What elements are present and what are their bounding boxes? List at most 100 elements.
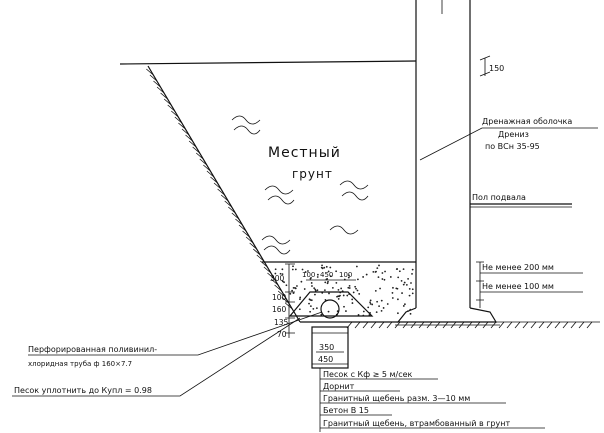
sand-fill — [274, 264, 414, 317]
sand-dot — [407, 310, 409, 313]
sand-dot — [310, 276, 312, 279]
sand-dot — [326, 282, 329, 285]
sand-dot — [315, 307, 318, 310]
hatch-mark — [203, 164, 211, 172]
sand-dot — [395, 287, 398, 290]
hatch-mark — [370, 321, 377, 329]
sand-dot — [320, 266, 323, 269]
sand-dot — [351, 298, 354, 301]
sand-dot — [304, 271, 307, 273]
soil-label-2: грунт — [292, 167, 333, 181]
hatch-mark — [277, 290, 286, 298]
sand-dot — [335, 270, 338, 273]
sand-dot — [365, 273, 368, 276]
hatch-mark — [354, 321, 361, 329]
hatch-mark — [466, 321, 473, 329]
hatch-mark — [506, 321, 513, 329]
sand-dot — [374, 271, 377, 273]
sand-dot — [369, 301, 371, 304]
pipe — [320, 299, 340, 319]
sand-dot — [371, 303, 374, 306]
sand-dot — [357, 313, 360, 316]
sand-dot — [343, 305, 345, 308]
sand-dot — [316, 289, 319, 292]
sand-dot — [404, 303, 406, 306]
hatch-mark — [267, 272, 275, 280]
sand-dot — [310, 299, 313, 302]
dim-100: 100 — [272, 293, 287, 302]
hatch-mark — [153, 80, 161, 88]
foundation-wall — [395, 0, 500, 326]
hatch-mark — [256, 254, 265, 262]
sand-dot — [354, 285, 357, 288]
hatch-mark — [146, 68, 154, 76]
basement-floor-label: Пол подвала — [472, 193, 526, 202]
hatch-mark — [570, 321, 577, 329]
sand-dot — [357, 278, 359, 281]
hatch-mark — [498, 321, 505, 329]
hatch-mark — [586, 321, 593, 329]
sand-dot — [323, 289, 326, 292]
sand-dot — [409, 312, 412, 315]
sand-dot — [396, 268, 399, 270]
sand-dot — [292, 286, 295, 289]
hatch-mark — [181, 128, 190, 136]
sand-dot — [356, 289, 359, 292]
sand-dot — [299, 296, 302, 299]
sand-dot — [380, 309, 383, 312]
sand-dot — [327, 280, 329, 283]
sand-dot — [402, 305, 405, 307]
sand-dot — [362, 276, 365, 278]
sand-dot — [327, 310, 330, 313]
hatch-mark — [514, 321, 521, 329]
sand-dot — [340, 287, 343, 290]
hatch-mark — [192, 146, 200, 154]
hatch-mark — [434, 321, 441, 329]
hatch-mark — [442, 321, 449, 329]
sand-dot — [397, 312, 399, 315]
dim-70: 70 — [277, 330, 287, 339]
sand-dot — [327, 270, 330, 273]
hatch-mark — [474, 321, 481, 329]
layer-list: Песок с Кф ≥ 5 м/сек Дорнит Гранитный ще… — [319, 368, 545, 432]
hatch-mark — [249, 242, 257, 250]
hatch-mark — [482, 321, 489, 329]
sand-dot — [328, 292, 330, 295]
sand-dot — [312, 307, 315, 310]
sand-dot — [342, 294, 345, 297]
hatch-mark — [231, 212, 240, 220]
sand-dot — [369, 302, 372, 305]
hatch-mark — [195, 152, 204, 160]
sand-dot — [321, 264, 323, 267]
hatch-mark — [252, 248, 261, 256]
sand-dot — [392, 286, 394, 289]
hatch-mark — [174, 116, 183, 124]
sand-dot — [384, 270, 386, 273]
sand-dot — [345, 310, 347, 312]
layer-dornit: Дорнит — [323, 382, 355, 391]
sand-dot — [397, 276, 400, 279]
sand-dot — [294, 287, 296, 289]
hatch-mark — [238, 224, 247, 232]
hatch-mark — [210, 176, 218, 184]
min-200-label: Не менее 200 мм — [482, 263, 554, 272]
sand-dot — [308, 298, 311, 301]
hatch-mark — [217, 188, 225, 196]
sand-dot — [281, 268, 284, 271]
layer-gravel: Гранитный щебень разм. 3—10 мм — [323, 394, 470, 403]
hatch-mark — [156, 86, 165, 94]
hatch-mark — [224, 200, 232, 208]
sand-dot — [324, 281, 327, 284]
sand-dot — [314, 290, 317, 292]
sand-dot — [308, 302, 310, 305]
sand-dot — [377, 276, 380, 279]
dim-350: 350 — [319, 343, 334, 352]
sand-dot — [281, 273, 284, 276]
sand-dot — [336, 295, 338, 298]
sand-dot — [296, 285, 298, 287]
hatch-mark — [149, 74, 158, 82]
sand-dot — [279, 272, 282, 275]
sand-dot — [347, 276, 350, 279]
sand-dot — [298, 308, 301, 311]
